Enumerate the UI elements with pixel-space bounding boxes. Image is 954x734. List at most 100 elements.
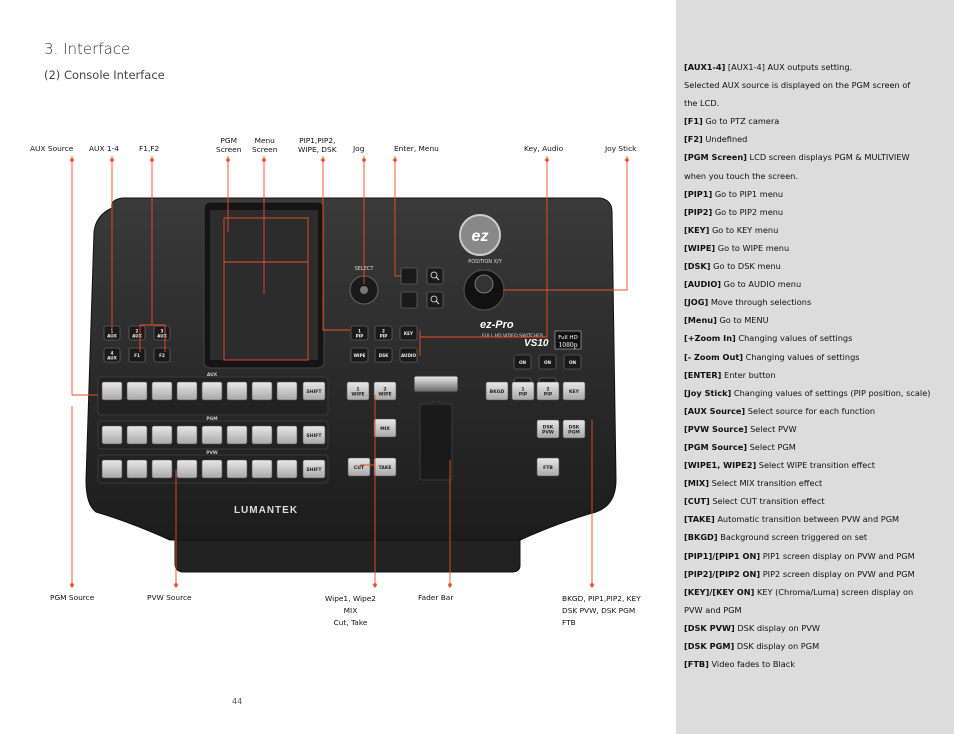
aux-shift-button[interactable]: SHIFT <box>302 381 326 401</box>
description-row: [CUT] Select CUT transition effect <box>684 492 946 510</box>
aux-source-button[interactable] <box>176 381 198 401</box>
description-term: [Joy Stick] <box>684 387 732 398</box>
pgm-source-button[interactable] <box>226 425 248 445</box>
pgm-source-button[interactable] <box>151 425 173 445</box>
aux-source-button[interactable] <box>201 381 223 401</box>
transition-button[interactable]: TAKE <box>373 457 397 477</box>
pgm-source-button[interactable] <box>276 425 298 445</box>
pgm-source-button[interactable] <box>101 425 123 445</box>
description-text: Go to DSK menu <box>710 261 781 272</box>
aux-source-button[interactable] <box>151 381 173 401</box>
description-row: [PIP2]/[PIP2 ON] PIP2 screen display on … <box>684 565 946 583</box>
description-term: [FTB] <box>684 659 709 670</box>
description-term: [WIPE] <box>684 242 716 253</box>
pgm-source-button[interactable] <box>126 425 148 445</box>
pvw-source-button[interactable] <box>201 459 223 479</box>
zoom-in-button[interactable] <box>426 267 444 285</box>
aux-button-label: F2 <box>159 353 165 358</box>
bkgd-group-button[interactable]: BKGD <box>485 381 509 401</box>
pip-button[interactable]: KEY <box>399 325 418 341</box>
pip-button[interactable]: DSK <box>374 347 393 363</box>
description-row: [PIP1]/[PIP1 ON] PIP1 screen display on … <box>684 547 946 565</box>
bkgd-group-button[interactable]: KEY <box>562 381 586 401</box>
label-f12: F1,F2 <box>139 144 160 153</box>
pvw-shift-button[interactable]: SHIFT <box>302 459 326 479</box>
pip-button-label: WIPE <box>353 353 365 358</box>
description-row: Selected AUX source is displayed on the … <box>684 76 946 94</box>
description-row: [PIP2] Go to PIP2 menu <box>684 203 946 221</box>
description-row: [TAKE] Automatic transition between PVW … <box>684 510 946 528</box>
zoom-out-button[interactable] <box>426 291 444 309</box>
aux-source-button[interactable] <box>226 381 248 401</box>
menu-button[interactable] <box>400 267 418 285</box>
page-number: 44 <box>232 697 243 706</box>
fader-handle <box>413 375 459 393</box>
aux-source-button[interactable] <box>251 381 273 401</box>
bkgd-group-button-label: BKGD <box>490 389 505 395</box>
description-text: Go to PIP1 menu <box>712 188 784 199</box>
description-term: [AUX Source] <box>684 405 746 416</box>
description-row: [KEY] Go to KEY menu <box>684 221 946 239</box>
pip-button[interactable]: WIPE <box>350 347 369 363</box>
pgm-source-button[interactable] <box>176 425 198 445</box>
pvw-source-button[interactable] <box>151 459 173 479</box>
aux-button[interactable]: F1 <box>128 347 146 363</box>
sidebar-panel <box>676 0 954 734</box>
callout-dot <box>590 583 594 587</box>
label-fader-bar: Fader Bar <box>418 593 454 602</box>
callout-line <box>419 156 548 356</box>
pgm-source-button[interactable] <box>251 425 273 445</box>
description-term: [F2] <box>684 134 703 145</box>
on-button[interactable]: ON <box>563 354 582 370</box>
description-term: [KEY] <box>684 224 710 235</box>
pgm-screen-callout <box>223 217 309 361</box>
callout-dot <box>226 158 230 162</box>
pvw-source-button[interactable] <box>101 459 123 479</box>
aux-button[interactable]: F2 <box>153 347 171 363</box>
description-text: Select CUT transition effect <box>709 496 825 507</box>
aux-source-button[interactable] <box>276 381 298 401</box>
on-button[interactable]: ON <box>538 354 557 370</box>
description-term: [ENTER] <box>684 369 722 380</box>
pvw-source-button[interactable] <box>176 459 198 479</box>
lumantek-logo: LUMANTEK <box>234 505 298 516</box>
pvw-source-button[interactable] <box>251 459 273 479</box>
transition-button[interactable]: MIX <box>373 418 397 438</box>
description-row: [PGM Screen] LCD screen displays PGM & M… <box>684 148 946 166</box>
transition-button-label: CUT <box>354 465 365 471</box>
pip-button[interactable]: AUDIO <box>399 347 418 363</box>
description-text: Background screen triggered on set <box>717 532 868 543</box>
pvw-source-button[interactable] <box>126 459 148 479</box>
pvw-source-button[interactable] <box>276 459 298 479</box>
description-term: [CUT] <box>684 496 710 507</box>
description-text: Automatic transition between PVW and PGM <box>714 514 900 525</box>
pvw-source-button[interactable] <box>226 459 248 479</box>
callout-dot <box>70 583 74 587</box>
description-text: Go to MENU <box>716 315 769 326</box>
on-button[interactable]: ON <box>513 354 532 370</box>
pgm-shift-button[interactable]: SHIFT <box>302 425 326 445</box>
description-term: [F1] <box>684 116 703 127</box>
bkgd-group-button[interactable]: FTB <box>536 457 560 477</box>
aux-source-button[interactable] <box>126 381 148 401</box>
pgm-source-button[interactable] <box>201 425 223 445</box>
enter-button[interactable] <box>400 291 418 309</box>
description-term: [PIP2]/[PIP2 ON] <box>684 568 761 579</box>
description-text: PVW and PGM <box>684 604 742 615</box>
aux-source-button[interactable] <box>101 381 123 401</box>
description-term: [MIX] <box>684 478 709 489</box>
transition-button[interactable]: CUT <box>347 457 371 477</box>
